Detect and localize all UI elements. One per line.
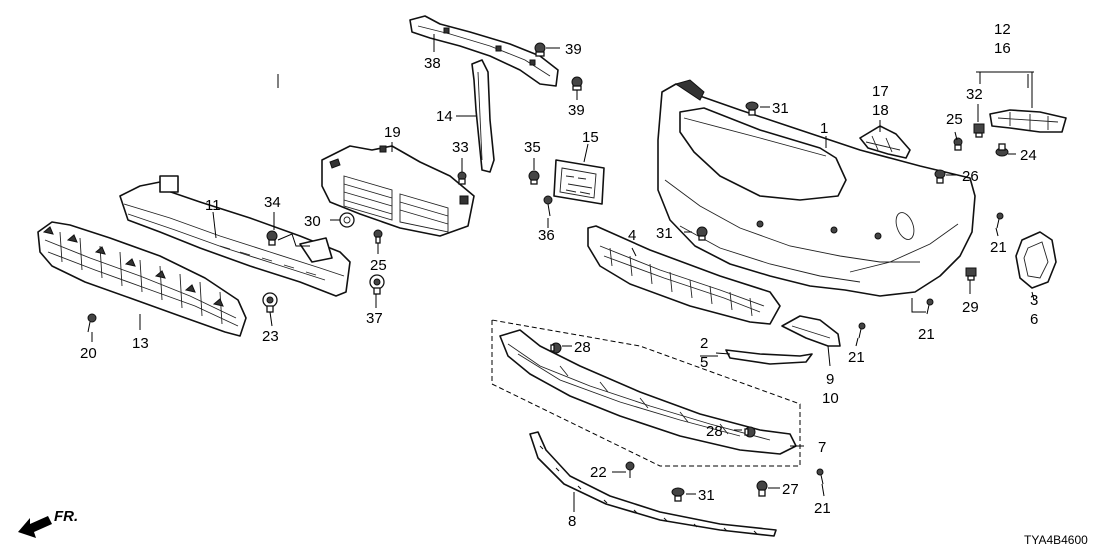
callout-33: 33 <box>452 139 469 156</box>
callout-5: 5 <box>700 354 708 371</box>
callout-11: 11 <box>205 197 221 214</box>
fastener-20-icon[interactable] <box>87 313 97 333</box>
part-15-license-bracket[interactable] <box>553 159 605 205</box>
callout-4: 4 <box>628 227 636 244</box>
fastener-23-icon[interactable] <box>262 292 278 313</box>
part-3-6-fog-garnish[interactable] <box>1015 231 1057 289</box>
callout-2: 2 <box>700 335 708 352</box>
fastener-30-icon[interactable] <box>339 212 355 228</box>
part-1-bumper-face[interactable] <box>657 79 976 297</box>
callout-31-middle: 31 <box>656 225 673 242</box>
callout-31-top: 31 <box>772 100 789 117</box>
callout-28-lower: 28 <box>706 423 723 440</box>
callout-10: 10 <box>822 390 839 407</box>
diagram-code: TYA4B4600 <box>1024 533 1088 547</box>
fastener-21-a-icon[interactable] <box>996 212 1004 229</box>
callout-36: 36 <box>538 227 555 244</box>
callout-21-b: 21 <box>918 326 935 343</box>
callout-6: 6 <box>1030 311 1038 328</box>
fasteners <box>87 42 1009 502</box>
callout-12: 12 <box>994 21 1011 38</box>
part-11-bumper-beam[interactable] <box>119 175 351 297</box>
callout-19: 19 <box>384 124 401 141</box>
part-8-lip-strip[interactable] <box>529 431 777 537</box>
callout-21-d: 21 <box>814 500 831 517</box>
fastener-21-c-icon[interactable] <box>858 322 866 339</box>
fastener-28-upper-icon[interactable] <box>550 342 562 354</box>
fastener-34-icon[interactable] <box>266 230 278 246</box>
callout-21-c: 21 <box>848 349 865 366</box>
fastener-25-left-icon[interactable] <box>373 229 383 244</box>
part-9-10-corner-spoiler[interactable] <box>781 315 841 347</box>
callout-38: 38 <box>424 55 441 72</box>
callout-39-upper: 39 <box>565 41 582 58</box>
fastener-24-icon[interactable] <box>995 143 1009 157</box>
front-direction-label: FR. <box>54 508 78 525</box>
callout-7: 7 <box>818 439 826 456</box>
callout-16: 16 <box>994 40 1011 57</box>
callout-20: 20 <box>80 345 97 362</box>
callout-18: 18 <box>872 102 889 119</box>
part-4-lower-grille[interactable] <box>587 225 781 325</box>
callout-15: 15 <box>582 129 599 146</box>
front-arrow-icon <box>18 516 52 538</box>
callout-28-upper: 28 <box>574 339 591 356</box>
callout-14: 14 <box>436 108 453 125</box>
callout-3: 3 <box>1030 292 1038 309</box>
front-direction-arrow: FR. <box>18 508 78 538</box>
callout-13: 13 <box>132 335 149 352</box>
callout-31-bottom: 31 <box>698 487 715 504</box>
callout-25-left: 25 <box>370 257 387 274</box>
fastener-35-icon[interactable] <box>528 170 540 185</box>
callout-37: 37 <box>366 310 383 327</box>
callout-22: 22 <box>590 464 607 481</box>
fastener-21-d-icon[interactable] <box>816 468 824 485</box>
callout-9: 9 <box>826 371 834 388</box>
callout-labels: 1 2 5 3 6 4 7 8 9 10 11 12 16 13 14 15 1… <box>80 21 1038 530</box>
fastener-28-lower-icon[interactable] <box>744 426 756 438</box>
callout-8: 8 <box>568 513 576 530</box>
part-19-grille-shutter[interactable] <box>321 145 475 237</box>
fastener-26-icon[interactable] <box>934 169 946 184</box>
callout-32: 32 <box>966 86 983 103</box>
part-12-16-side-bracket[interactable] <box>989 109 1067 133</box>
fastener-29-icon[interactable] <box>965 267 977 281</box>
callout-24: 24 <box>1020 147 1037 164</box>
callout-29: 29 <box>962 299 979 316</box>
fastener-32-icon[interactable] <box>973 123 985 138</box>
callout-21-a: 21 <box>990 239 1007 256</box>
callout-30: 30 <box>304 213 321 230</box>
part-14-vertical-stay[interactable] <box>471 59 495 173</box>
fastener-39-upper-icon[interactable] <box>534 42 546 57</box>
fastener-31-lower-icon[interactable] <box>671 487 685 502</box>
fastener-36-icon[interactable] <box>543 195 553 217</box>
callout-26: 26 <box>962 168 979 185</box>
fastener-22-icon[interactable] <box>625 461 635 478</box>
callout-39-lower: 39 <box>568 102 585 119</box>
part-17-18-side-spacer[interactable] <box>859 125 911 159</box>
callout-23: 23 <box>262 328 279 345</box>
callout-34: 34 <box>264 194 281 211</box>
fastener-39-lower-icon[interactable] <box>571 76 583 91</box>
leader-lines <box>91 34 1035 512</box>
fastener-25-right-icon[interactable] <box>953 137 963 151</box>
fastener-33-icon[interactable] <box>457 171 467 185</box>
fastener-31-middle-icon[interactable] <box>696 226 708 241</box>
callout-25-right: 25 <box>946 111 963 128</box>
fastener-21-b-icon[interactable] <box>926 298 934 315</box>
callout-17: 17 <box>872 83 889 100</box>
callout-35: 35 <box>524 139 541 156</box>
part-2-5-garnish-strip[interactable] <box>725 349 813 365</box>
fastener-31-upper-icon[interactable] <box>745 101 759 116</box>
part-13-absorber[interactable] <box>37 221 247 337</box>
part-38-upper-support[interactable] <box>409 15 559 87</box>
fastener-27-icon[interactable] <box>756 480 768 497</box>
callout-27: 27 <box>782 481 799 498</box>
callout-1: 1 <box>820 120 828 137</box>
fastener-37-icon[interactable] <box>369 274 385 295</box>
